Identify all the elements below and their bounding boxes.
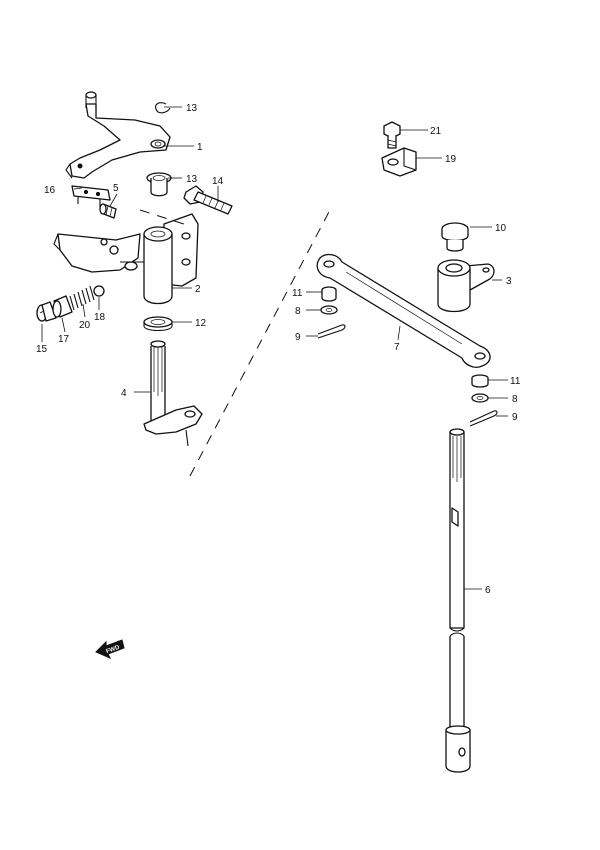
callout-14: 14 xyxy=(212,176,224,187)
callout-13-top: 13 xyxy=(186,103,198,114)
part-9-cotter-pin-left xyxy=(317,324,346,339)
fwd-arrow-icon: FWD xyxy=(95,639,125,659)
callout-18: 18 xyxy=(94,312,106,323)
callout-21: 21 xyxy=(430,126,442,137)
callout-9-right: 9 xyxy=(512,412,518,423)
part-19-clip-bracket xyxy=(381,147,417,177)
part-8-washer-right xyxy=(471,393,489,403)
part-17-cap xyxy=(52,295,73,318)
part-15-plug xyxy=(36,301,57,322)
callout-7: 7 xyxy=(394,342,400,353)
part-2-clutch-housing xyxy=(53,213,199,305)
part-5-grease-nipple xyxy=(99,203,117,219)
callout-1: 1 xyxy=(197,142,203,153)
callout-10: 10 xyxy=(495,223,507,234)
part-8-washer-left xyxy=(320,305,338,315)
part-16-bracket xyxy=(71,185,111,207)
fwd-label: FWD xyxy=(106,645,122,656)
callout-11-right: 11 xyxy=(510,376,521,387)
callout-8-left: 8 xyxy=(295,306,301,317)
callout-16: 16 xyxy=(44,185,56,196)
callout-11-left: 11 xyxy=(292,288,303,299)
part-13-bushing xyxy=(146,172,172,197)
callout-8-right: 8 xyxy=(512,394,518,405)
callout-12: 12 xyxy=(195,318,207,329)
callout-20: 20 xyxy=(79,320,91,331)
part-12-washer xyxy=(143,316,173,332)
callout-17: 17 xyxy=(58,334,70,345)
callout-5: 5 xyxy=(113,183,119,194)
part-3-arm xyxy=(437,259,495,313)
callout-13-bushing: 13 xyxy=(186,174,198,185)
leader-lines xyxy=(41,106,508,590)
callout-3: 3 xyxy=(506,276,512,287)
part-6-clutch-rod xyxy=(445,428,471,773)
part-7-link-bar xyxy=(316,253,491,368)
part-9-cotter-pin-right xyxy=(469,410,498,427)
callout-15: 15 xyxy=(36,344,48,355)
part-18-ball xyxy=(93,285,105,297)
part-11-bushing-right xyxy=(471,374,489,388)
connection-dashed-line xyxy=(139,209,331,477)
part-10-cap xyxy=(441,222,469,252)
callout-6: 6 xyxy=(485,585,491,596)
part-13-e-clip xyxy=(155,102,171,114)
part-20-spring xyxy=(69,285,95,311)
part-1-crank-plate xyxy=(65,91,171,179)
callout-9-left: 9 xyxy=(295,332,301,343)
part-4-splined-shaft xyxy=(143,340,203,447)
part-21-bolt xyxy=(383,121,401,149)
callout-4: 4 xyxy=(121,388,127,399)
callout-19: 19 xyxy=(445,154,457,165)
callout-2: 2 xyxy=(195,284,201,295)
part-14-bolt xyxy=(183,185,233,215)
part-11-bushing-left xyxy=(321,286,337,302)
